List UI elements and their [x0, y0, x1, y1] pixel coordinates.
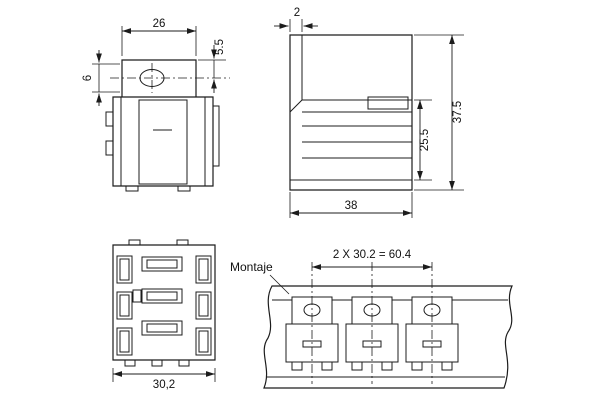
mounting-rail-torn-panel: [263, 285, 513, 389]
side-body-height-extension-lines: [414, 99, 432, 181]
front-view: 26 5.5 6: [82, 18, 230, 192]
front-part-inner-lines: [120, 97, 206, 186]
side-depth-dim-label: 38: [345, 200, 358, 212]
mounting-rail-fold-lines: [266, 299, 508, 378]
side-overall-height-dim-label: 37.5: [452, 101, 464, 123]
relay-socket-3-outline: [405, 296, 459, 371]
side-flange-extension-lines: [289, 19, 303, 32]
front-flange-dim-label: 6: [82, 75, 94, 81]
side-part-inner-lines: [289, 35, 412, 181]
relay-socket-2-outline: [345, 296, 399, 371]
bottom-width-dim-label: 30,2: [153, 379, 175, 391]
side-view: 2 25.5 37.5 38: [274, 7, 464, 218]
front-flange-extension-lines: [92, 63, 120, 93]
mounting-centerlines: [311, 262, 433, 384]
front-hole-dim-label: 5.5: [214, 39, 226, 55]
mounting-view: 2 X 30.2 = 60.4 Montaje: [230, 249, 513, 389]
mounting-label-leader-line: [269, 274, 290, 295]
front-width-extension-lines: [121, 26, 197, 56]
bottom-part-tabs: [124, 239, 190, 367]
bottom-side-terminal-slots: [116, 255, 212, 356]
side-overall-height-extension-lines: [414, 34, 464, 191]
mounting-spacing-dim-label: 2 X 30.2 = 60.4: [333, 249, 412, 261]
relay-socket-1-outline: [285, 296, 339, 371]
front-part-tabs: [105, 105, 220, 192]
front-width-dim-label: 26: [153, 18, 166, 30]
side-body-height-dim-label: 25.5: [419, 129, 431, 151]
side-flange-dim-label: 2: [294, 7, 300, 19]
mounting-label: Montaje: [230, 260, 273, 274]
bottom-center-terminal-slots: [132, 256, 183, 336]
bottom-view: 30,2: [112, 239, 216, 391]
front-part-outline: [112, 59, 214, 187]
front-centerlines: [110, 63, 230, 93]
side-part-outline: [289, 34, 413, 191]
